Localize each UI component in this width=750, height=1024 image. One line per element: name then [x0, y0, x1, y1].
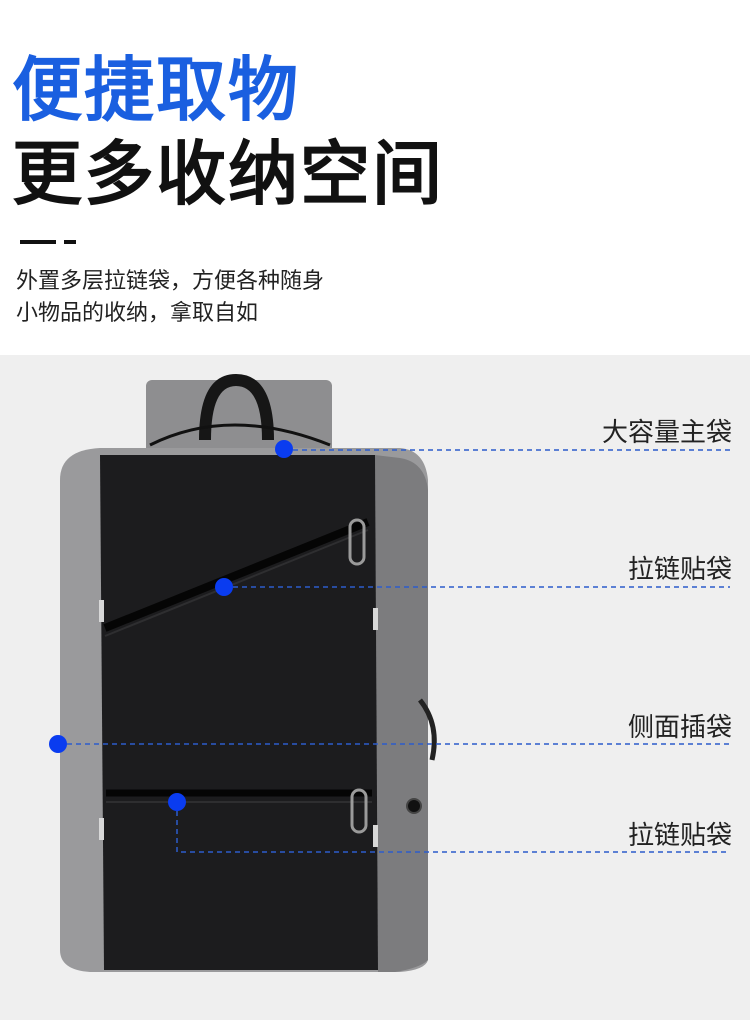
backpack-illustration — [49, 373, 730, 972]
description-line2: 小物品的收纳，拿取自如 — [16, 301, 259, 326]
backpack-front-panel — [100, 455, 378, 970]
side-zipper — [418, 698, 437, 761]
leader-line-zip-pocket-2 — [176, 802, 730, 853]
reflective-strip — [99, 818, 104, 840]
callout-markers — [49, 440, 293, 811]
callout-label-main-pocket: 大容量主袋 — [601, 418, 732, 448]
usb-port-icon — [406, 798, 422, 814]
marker-dot — [215, 578, 233, 596]
marker-dot — [49, 735, 67, 753]
diagonal-zipper — [103, 518, 370, 632]
product-photo: 大容量主袋 拉链贴袋 侧面插袋 拉链贴袋 — [0, 355, 750, 1020]
reflective-strip — [373, 608, 378, 630]
backpack-side — [375, 455, 428, 972]
callout-label-zip-pocket-2: 拉链贴袋 — [627, 821, 732, 851]
callout-label-zip-pocket-1: 拉链贴袋 — [627, 555, 732, 585]
title-line1: 便捷取物 — [12, 49, 300, 131]
marker-dot — [168, 793, 186, 811]
callout-leader-lines — [58, 449, 730, 853]
backpack-handle — [199, 373, 274, 441]
header: 便捷取物 更多收纳空间 外置多层拉链袋，方便各种随身 小物品的收纳，拿取自如 — [0, 0, 750, 355]
handle-strap — [149, 423, 331, 447]
zipper-pull-top — [348, 518, 366, 566]
decorative-dash-short — [64, 240, 76, 244]
title-line2: 更多收纳空间 — [12, 133, 444, 215]
decorative-dash — [20, 240, 56, 244]
reflective-strip — [373, 825, 378, 847]
backpack-back-panel — [146, 380, 332, 460]
reflective-strip — [99, 600, 104, 622]
diagonal-zipper-edge — [104, 529, 369, 637]
zipper-pull-bottom — [350, 788, 368, 834]
callout-label-side-pocket: 侧面插袋 — [627, 713, 732, 743]
description-line1: 外置多层拉链袋，方便各种随身 — [16, 269, 325, 294]
marker-dot — [275, 440, 293, 458]
